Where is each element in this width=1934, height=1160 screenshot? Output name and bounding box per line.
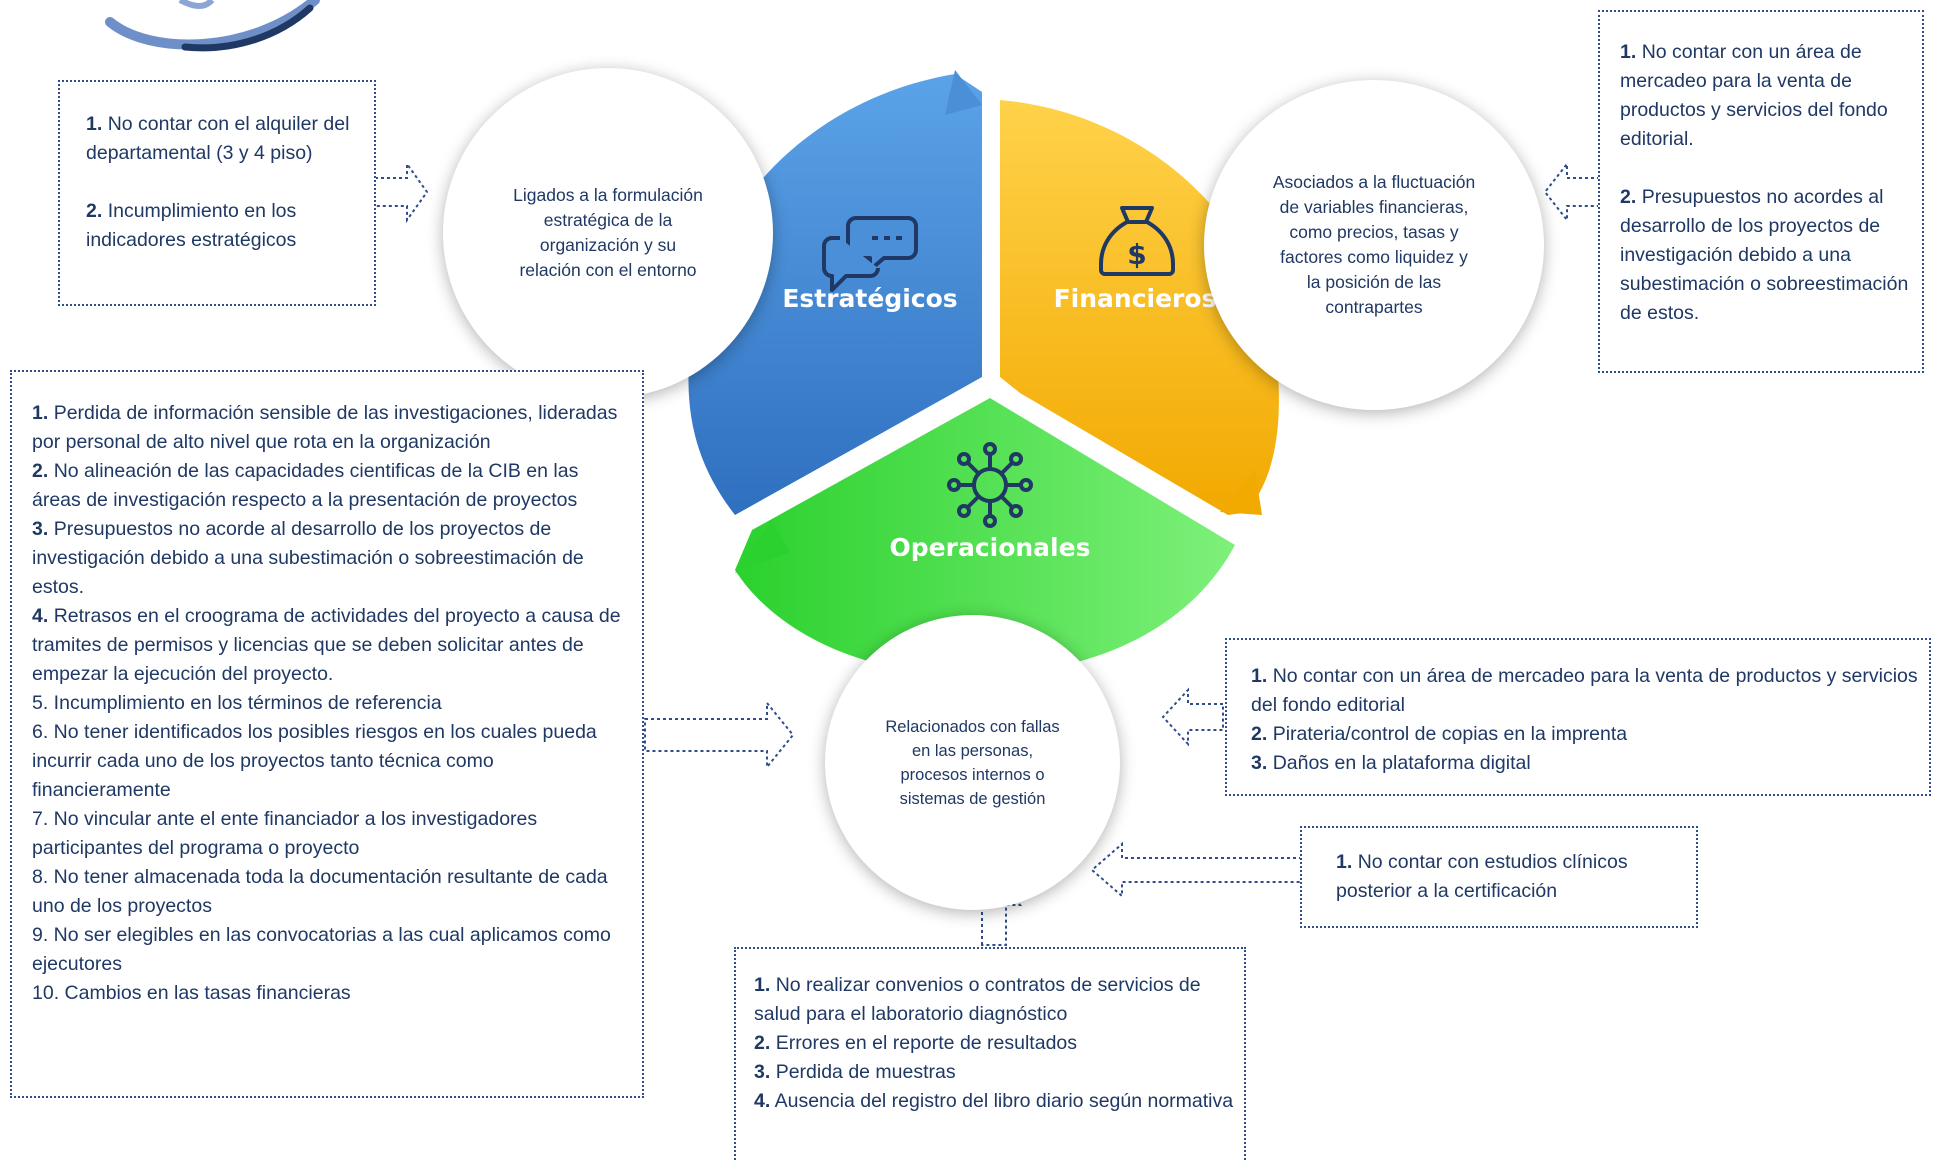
connector-arrows	[374, 160, 1601, 946]
risk-box-clinicos: 1. No contar con estudios clínicos poste…	[1300, 826, 1698, 928]
network-hub-icon	[947, 442, 1033, 528]
list-item: 3. Presupuestos no acorde al desarrollo …	[32, 518, 584, 598]
list-item: 10. Cambios en las tasas financieras	[32, 982, 351, 1004]
risk-box-laboratorio: 1. No realizar convenios o contratos de …	[734, 947, 1246, 1160]
list-item: 2. Pirateria/control de copias en la imp…	[1251, 723, 1628, 745]
arrowhead-operacionales	[735, 520, 790, 573]
description-operacionales: Relacionados con fallas en las personas,…	[825, 615, 1120, 910]
description-financieros-text: Asociados a la fluctuación de variables …	[1272, 172, 1476, 317]
risk-box-operacionales-left: 1. Perdida de información sensible de la…	[10, 370, 644, 1098]
segment-label-financieros: Financieros	[1053, 284, 1217, 313]
arrow-operacionales-right	[1161, 687, 1224, 747]
risk-box-financieros: 1. No contar con un área de mercadeo par…	[1598, 10, 1924, 373]
chat-bubbles-icon	[822, 216, 918, 292]
list-item: 8. No tener almacenada toda la documenta…	[32, 866, 608, 917]
list-item: 4. Ausencia del registro del libro diari…	[754, 1090, 1234, 1112]
list-item: 1. No contar con un área de mercadeo par…	[1251, 665, 1918, 716]
svg-text:$: $	[1127, 238, 1146, 271]
list-item: 3. Perdida de muestras	[754, 1061, 956, 1083]
list-item: 2. No alineación de las capacidades cien…	[32, 460, 579, 511]
list-item: 2. Incumplimiento en los indicadores est…	[86, 200, 297, 251]
list-item: 1. No contar con el alquiler del departa…	[86, 113, 350, 164]
list-item: 1. No contar con un área de mercadeo par…	[1620, 41, 1888, 150]
list-item: 5. Incumplimiento en los términos de ref…	[32, 692, 442, 714]
list-item: 6. No tener identificados los posibles r…	[32, 721, 597, 801]
risk-box-operacionales-right: 1. No contar con un área de mercadeo par…	[1225, 638, 1931, 796]
arrowhead-financieros	[1220, 470, 1262, 515]
description-operacionales-text: Relacionados con fallas en las personas,…	[885, 717, 1060, 808]
segment-label-estrategicos: Estratégicos	[782, 284, 958, 313]
list-item: 1. Perdida de información sensible de la…	[32, 402, 618, 453]
arrow-clinicos	[1090, 841, 1303, 899]
description-estrategicos-text: Ligados a la formulación estratégica de …	[513, 185, 703, 280]
list-item: 4. Retrasos en el croograma de actividad…	[32, 605, 621, 685]
list-item: 1. No contar con estudios clínicos poste…	[1336, 851, 1628, 902]
list-item: 2. Errores en el reporte de resultados	[754, 1032, 1078, 1054]
arrow-operacionales-left	[644, 700, 795, 770]
arrow-financieros	[1543, 161, 1601, 223]
arrowhead-estrategicos	[945, 70, 982, 115]
risk-box-estrategicos: 1. No contar con el alquiler del departa…	[58, 80, 376, 306]
segment-label-operacionales: Operacionales	[889, 533, 1091, 562]
list-item: 1. No realizar convenios o contratos de …	[754, 974, 1201, 1025]
segment-operacionales	[735, 398, 1235, 676]
description-estrategicos: Ligados a la formulación estratégica de …	[443, 68, 773, 398]
list-item: 9. No ser elegibles en las convocatorias…	[32, 924, 611, 975]
list-item: 2. Presupuestos no acordes al desarrollo…	[1620, 186, 1909, 324]
list-item: 7. No vincular ante el ente financiador …	[32, 808, 538, 859]
list-item: 3. Daños en la plataforma digital	[1251, 752, 1531, 774]
money-bag-icon: $	[1099, 206, 1175, 276]
description-financieros: Asociados a la fluctuación de variables …	[1204, 80, 1544, 410]
logo-fragment	[105, 0, 320, 52]
arrow-estrategicos	[374, 160, 429, 224]
